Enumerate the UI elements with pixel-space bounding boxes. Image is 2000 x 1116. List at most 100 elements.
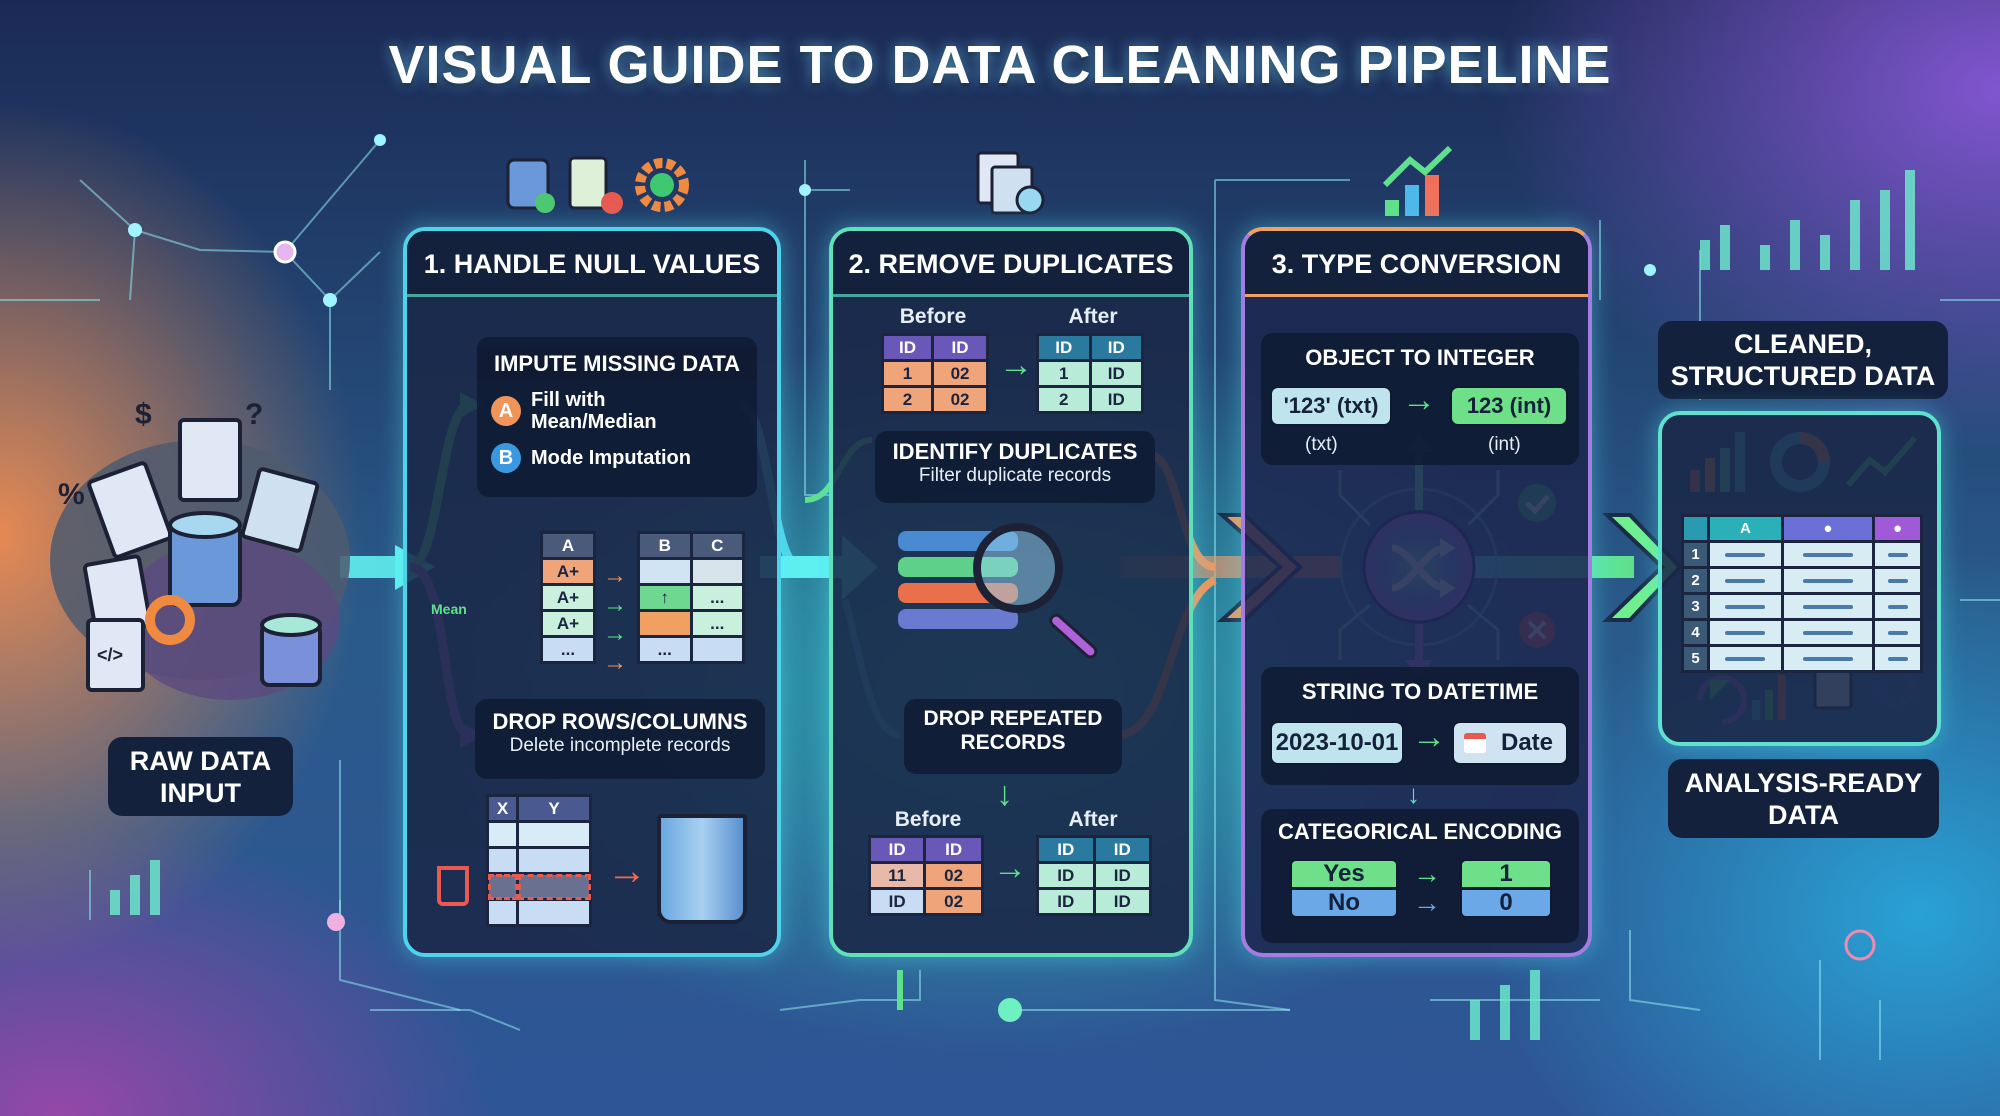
drop-title: DROP REPEATED <box>923 707 1103 730</box>
document-warning-icon <box>568 156 623 214</box>
table-cell: 1 <box>1036 359 1092 388</box>
circuit-nodes <box>128 134 1876 1022</box>
before-label: Before <box>899 305 967 328</box>
calendar-icon <box>1464 733 1486 753</box>
flow-band-raw-to-step1 <box>340 556 410 578</box>
table-cell: ... <box>540 635 596 664</box>
code-symbol: </> <box>97 645 124 665</box>
table-cell <box>1707 566 1784 595</box>
integer-value-pill: 123 (int) <box>1450 386 1568 426</box>
before-label: Before <box>894 808 962 831</box>
table-row: A+ <box>540 557 596 586</box>
impute-title: IMPUTE MISSING DATA <box>477 347 757 381</box>
drop-subtitle: Delete incomplete records <box>509 735 731 756</box>
table-cell: ... <box>637 635 693 664</box>
table-header-cell: ID <box>880 333 935 362</box>
label-line: DATA <box>1768 799 1839 830</box>
row-number: 2 <box>1681 566 1710 595</box>
obj-int-title: OBJECT TO INTEGER <box>1305 345 1535 370</box>
table-cell: ... <box>689 583 745 612</box>
magnifier-handle <box>1046 610 1101 662</box>
dollar-symbol: $ <box>135 398 152 431</box>
table-row: A+ <box>540 609 596 638</box>
table-cell <box>637 557 693 586</box>
step3-type-conversion-panel: 3. TYPE CONVERSION OBJECT TO INTEGER '12… <box>1241 227 1592 957</box>
table-row: 5 <box>1681 644 1923 673</box>
raw-data-input-label: RAW DATA INPUT <box>108 737 293 816</box>
label-line: CLEANED, <box>1733 329 1872 359</box>
badge-a: A <box>491 396 521 426</box>
table-header-cell: ID <box>1036 835 1096 864</box>
percent-symbol: % <box>58 478 85 511</box>
table-cell: 02 <box>923 887 984 916</box>
option-a-label: Fill with <box>531 389 606 411</box>
raw-data-cluster-illustration <box>50 418 350 700</box>
table-header-cell: ID <box>931 333 989 362</box>
cleaned-data-box: A ● ● 1 2 3 4 5 <box>1658 411 1941 746</box>
label-line: RAW DATA <box>129 745 272 776</box>
arrow-icon: → <box>993 849 1027 887</box>
label-line: STRUCTURED DATA <box>1670 361 1936 391</box>
gear-check-icon <box>635 158 689 212</box>
mean-label: Mean <box>431 601 467 617</box>
step3-title: 3. TYPE CONVERSION <box>1245 231 1588 297</box>
arrow-icon: → <box>999 346 1033 384</box>
table-cell <box>1780 540 1876 569</box>
date-string-pill: 2023-10-01 <box>1270 721 1404 765</box>
step1-handle-null-values-panel: 1. HANDLE NULL VALUES IMPUTE MISSING DAT… <box>403 227 781 957</box>
label-line: ANALYSIS-READY <box>1684 767 1923 798</box>
table-cell: 02 <box>923 861 984 890</box>
table-cell <box>689 635 745 664</box>
step1-title: 1. HANDLE NULL VALUES <box>407 231 777 297</box>
table-header-cell: A <box>540 531 596 560</box>
table-cell: 02 <box>931 359 989 388</box>
row-number: 4 <box>1681 618 1710 647</box>
table-row: 1 <box>1681 540 1923 569</box>
table-row: ... <box>540 635 596 664</box>
label-line: INPUT <box>160 777 241 808</box>
table-cell: ID <box>1092 887 1152 916</box>
small-trash-icon <box>437 866 469 906</box>
step2-title: 2. REMOVE DUPLICATES <box>833 231 1189 297</box>
table-header-cell: ID <box>923 835 984 864</box>
date-type-pill: Date <box>1452 721 1568 765</box>
table-cell <box>1707 540 1784 569</box>
drop-title: RECORDS <box>960 731 1066 754</box>
cleaned-structured-data-label: CLEANED, STRUCTURED DATA <box>1658 321 1948 399</box>
table-cell: A+ <box>540 609 596 638</box>
table-cell: ID <box>1092 861 1152 890</box>
table-cell <box>1780 644 1876 673</box>
table-cell <box>1872 566 1923 595</box>
table-cell: ID <box>1088 359 1144 388</box>
table-header-cell: ID <box>1036 333 1092 362</box>
table-header-cell: ID <box>1088 333 1144 362</box>
column-header: A <box>1707 514 1784 543</box>
row-number: 5 <box>1681 644 1710 673</box>
encoding-arrows: →→ <box>1413 858 1441 918</box>
table-row: A+ <box>540 583 596 612</box>
table-cell: 02 <box>931 385 989 414</box>
table-cell: A+ <box>540 583 596 612</box>
row-number: 3 <box>1681 592 1710 621</box>
table-cell: ID <box>1088 385 1144 414</box>
identify-subtitle: Filter duplicate records <box>918 465 1112 486</box>
cleaned-data-table: A ● ● 1 2 3 4 5 <box>1681 514 1923 673</box>
analysis-ready-data-label: ANALYSIS-READY DATA <box>1668 759 1939 838</box>
table-cell <box>1707 644 1784 673</box>
table-cell: ID <box>1036 861 1096 890</box>
